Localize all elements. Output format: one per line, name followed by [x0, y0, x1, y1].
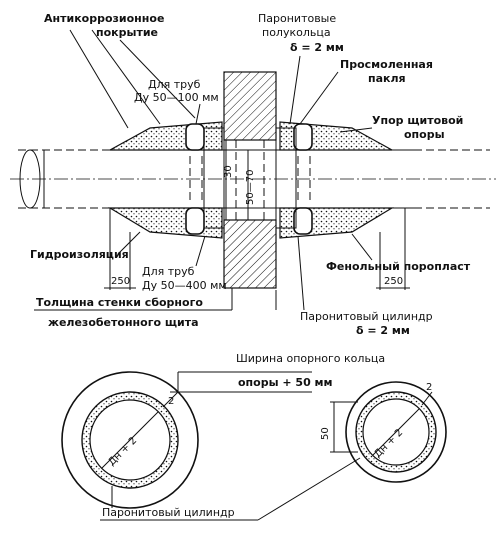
label-tarred-tow-2: пакля: [368, 72, 406, 85]
paronite-halfring-right-upper: [293, 123, 313, 151]
cross-section-right: Дн + 2 2 50: [320, 381, 447, 483]
label-pipes-small-2: Ду 50—100 мм: [134, 91, 219, 104]
label-tarred-tow-1: Просмоленная: [340, 58, 433, 71]
label-phenolic-foam: Фенольный поропласт: [326, 260, 471, 273]
paronite-halfring-right-lower: [293, 207, 313, 235]
label-paronite-halfring-2: полукольца: [262, 26, 331, 39]
dim-30: 30: [223, 165, 234, 178]
concrete-wall-upper: [223, 71, 277, 141]
support-assembly: 30 50—70 250 250: [10, 71, 496, 290]
dim-2-right: 2: [426, 382, 432, 393]
label-paronite-halfring-1: Паронитовые: [258, 12, 336, 25]
dim-2-left: 2: [168, 396, 174, 407]
concrete-wall-lower: [223, 219, 277, 289]
label-pipes-large-1: Для труб: [142, 265, 195, 278]
label-support-stop-1: Упор щитовой: [372, 114, 463, 127]
cross-section-left: Дн + 2 2: [61, 371, 199, 509]
label-pipes-large-2: Ду 50—400 мм: [142, 279, 227, 292]
paronite-halfring-left-upper: [185, 123, 205, 151]
label-paronite-cylinder-bottom: Паронитовый цилиндр: [102, 506, 235, 519]
label-waterproofing: Гидроизоляция: [30, 248, 129, 261]
label-anticorrosion-2: покрытие: [96, 26, 158, 39]
label-paronite-cylinder-2: δ = 2 мм: [356, 324, 410, 337]
dim-50-70: 50—70: [245, 170, 256, 205]
dim-50: 50: [320, 427, 331, 440]
insulation-left-lower: [107, 207, 223, 239]
label-paronite-cylinder-1: Паронитовый цилиндр: [300, 310, 433, 323]
bottom-labels: Ширина опорного кольца опоры + 50 мм Пар…: [100, 352, 385, 521]
label-delta-top: δ = 2 мм: [290, 41, 344, 54]
label-anticorrosion-1: Антикоррозионное: [44, 12, 164, 25]
label-ring-width-2: опоры + 50 мм: [238, 376, 333, 389]
dim-250-right: 250: [384, 276, 403, 287]
label-wall-thickness-2: железобетонного щита: [48, 316, 199, 329]
labels-group: Антикоррозионное покрытие Паронитовые по…: [30, 12, 471, 337]
paronite-halfring-left-lower: [185, 207, 205, 235]
label-ring-width-1: Ширина опорного кольца: [236, 352, 385, 365]
label-pipes-small-1: Для труб: [148, 78, 201, 91]
label-wall-thickness-1: Толщина стенки сборного: [36, 296, 203, 309]
dim-250-left: 250: [111, 276, 130, 287]
label-support-stop-2: опоры: [404, 128, 445, 141]
